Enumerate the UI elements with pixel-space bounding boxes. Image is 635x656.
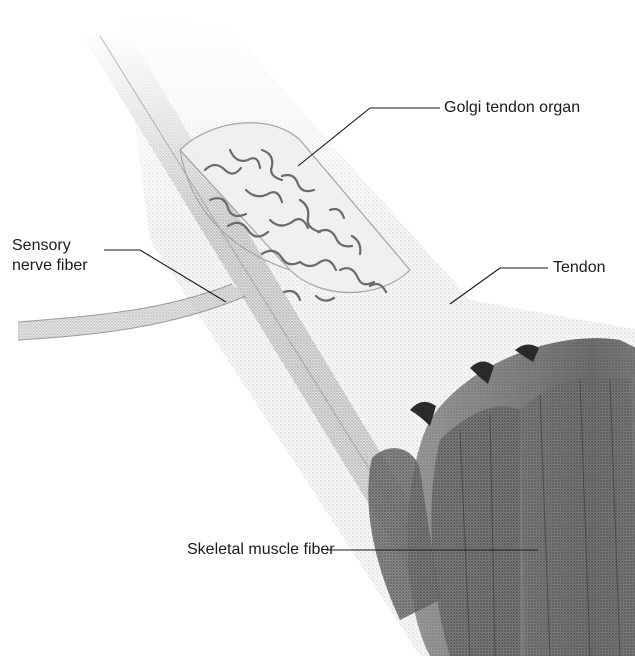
label-sensory-line-2: nerve fiber bbox=[12, 256, 88, 276]
label-sensory-nerve-fiber: Sensory nerve fiber bbox=[12, 236, 88, 276]
label-skeletal-muscle-fiber: Skeletal muscle fiber bbox=[187, 540, 335, 560]
label-tendon: Tendon bbox=[553, 258, 606, 278]
label-golgi-tendon-organ: Golgi tendon organ bbox=[444, 98, 580, 118]
label-sensory-line-1: Sensory bbox=[12, 236, 88, 256]
